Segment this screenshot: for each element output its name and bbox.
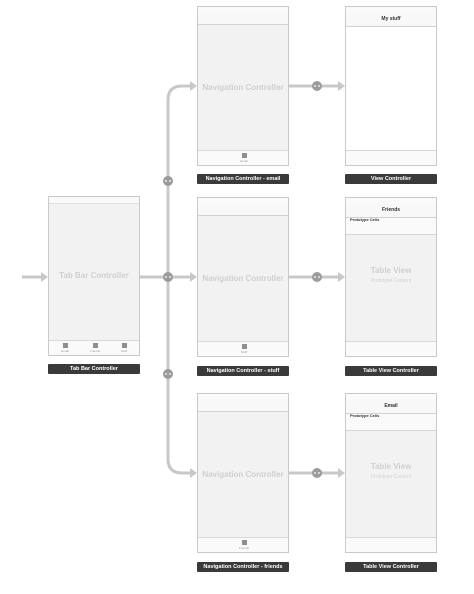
nav-controller-email-scene[interactable]: Navigation Controller Email <box>197 6 289 166</box>
prototype-cell[interactable]: Prototype Cells <box>346 413 436 431</box>
arrow-head-icon <box>338 468 345 478</box>
arrow-head-icon <box>190 81 197 91</box>
tab-item-email[interactable]: Email <box>53 343 77 353</box>
tab-bar-controller-scene[interactable]: Tab Bar Controller Email Friends Stuff <box>48 196 140 356</box>
arrow-head-icon <box>190 468 197 478</box>
tab-bar[interactable]: Stuff <box>198 341 288 356</box>
tab-bar[interactable]: Email Friends Stuff <box>49 340 139 355</box>
tab-item-label: Stuff <box>120 349 128 353</box>
tab-item-square-icon <box>241 540 247 545</box>
scene-label-tab-bar-controller[interactable]: Tab Bar Controller <box>48 364 140 374</box>
segue-circle-icon[interactable] <box>312 272 322 282</box>
view-controller-scene[interactable]: My stuff <box>345 6 437 166</box>
arrow-head-icon <box>190 272 197 282</box>
navigation-bar <box>198 204 288 216</box>
prototype-content-watermark: Prototype Content <box>370 278 412 284</box>
prototype-cell[interactable]: Prototype Cells <box>346 217 436 235</box>
navigation-bar-title: My stuff <box>346 13 436 27</box>
nav-controller-watermark: Navigation Controller <box>202 83 284 92</box>
tab-item-friends[interactable]: Friends <box>232 540 256 550</box>
prototype-cells-header: Prototype Cells <box>350 413 380 418</box>
relationship-email-line[interactable] <box>166 84 192 277</box>
tab-item-stuff[interactable]: Stuff <box>112 343 136 353</box>
tab-item-square-icon <box>92 343 98 348</box>
navigation-bar-title: Friends <box>346 204 436 218</box>
arrow-head-icon <box>41 272 48 282</box>
tab-item-square-icon <box>62 343 68 348</box>
table-view-controller-friends-scene[interactable]: Friends Prototype Cells Table View Proto… <box>345 197 437 357</box>
segue-circle-icon[interactable] <box>312 468 322 478</box>
segue-circle-icon[interactable] <box>163 176 173 186</box>
scene-label-table-view-controller-friends[interactable]: Table View Controller <box>345 366 437 376</box>
tab-item-stuff[interactable]: Stuff <box>232 344 256 354</box>
tab-bar[interactable]: Friends <box>198 537 288 552</box>
table-view-watermark: Table View <box>370 462 412 471</box>
tab-bar <box>346 341 436 356</box>
tab-item-label: Friends <box>238 546 249 550</box>
tab-item-square-icon <box>121 343 127 348</box>
navigation-bar <box>198 13 288 25</box>
nav-controller-friends-scene[interactable]: Navigation Controller Friends <box>197 393 289 553</box>
nav-controller-watermark: Navigation Controller <box>202 274 284 283</box>
segue-circle-icon[interactable] <box>163 272 173 282</box>
relationship-friends-line[interactable] <box>166 277 192 475</box>
tab-bar <box>346 537 436 552</box>
prototype-content-watermark: Prototype Content <box>370 474 412 480</box>
scene-label-nav-stuff[interactable]: Navigation Controller - stuff <box>197 366 289 376</box>
status-bar <box>49 197 139 204</box>
scene-label-view-controller[interactable]: View Controller <box>345 174 437 184</box>
tab-item-square-icon <box>241 344 247 349</box>
tab-bar <box>346 150 436 165</box>
tab-item-label: Email <box>240 159 248 163</box>
tab-item-label: Stuff <box>240 350 248 354</box>
arrow-head-icon <box>338 81 345 91</box>
tab-item-email[interactable]: Email <box>232 153 256 163</box>
nav-controller-stuff-scene[interactable]: Navigation Controller Stuff <box>197 197 289 357</box>
scene-label-nav-friends[interactable]: Navigation Controller - friends <box>197 562 289 572</box>
segue-circle-icon[interactable] <box>312 81 322 91</box>
tab-item-square-icon <box>241 153 247 158</box>
tab-item-label: Email <box>61 349 69 353</box>
table-view-controller-email-scene[interactable]: Email Prototype Cells Table View Prototy… <box>345 393 437 553</box>
navigation-bar <box>198 400 288 412</box>
segue-circle-icon[interactable] <box>163 369 173 379</box>
navigation-bar-title: Email <box>346 400 436 414</box>
tab-bar[interactable]: Email <box>198 150 288 165</box>
scene-label-table-view-controller-email[interactable]: Table View Controller <box>345 562 437 572</box>
table-view-watermark: Table View <box>370 266 412 275</box>
scene-label-nav-email[interactable]: Navigation Controller - email <box>197 174 289 184</box>
tab-item-label: Friends <box>89 349 100 353</box>
nav-controller-watermark: Navigation Controller <box>202 470 284 479</box>
prototype-cells-header: Prototype Cells <box>350 217 380 222</box>
tab-item-friends[interactable]: Friends <box>83 343 107 353</box>
arrow-head-icon <box>338 272 345 282</box>
tab-bar-controller-watermark: Tab Bar Controller <box>59 271 129 280</box>
